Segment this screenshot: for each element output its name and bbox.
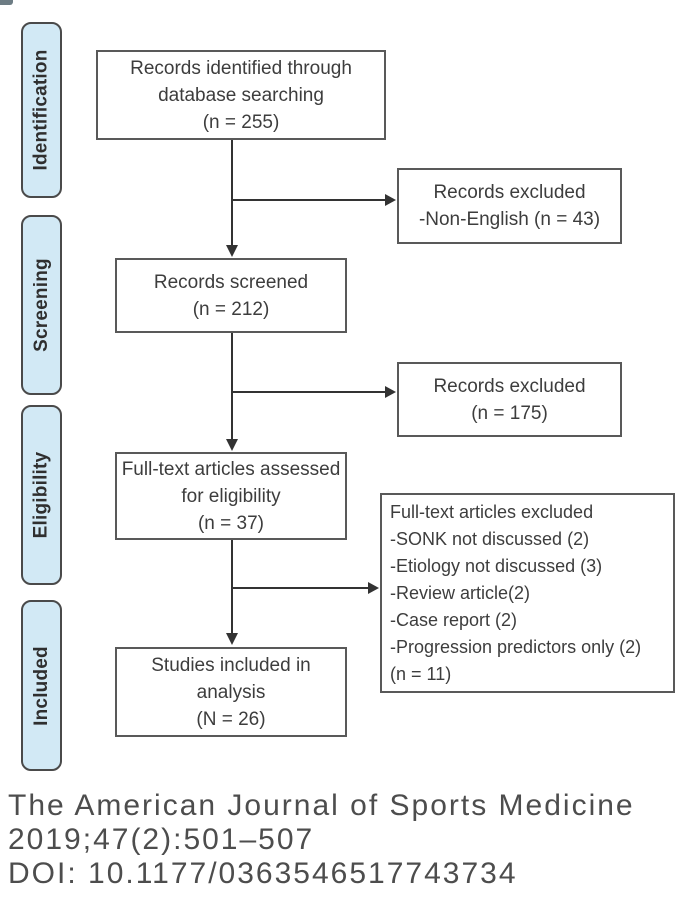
- box-studies-included: Studies included in analysis (N = 26): [115, 647, 347, 737]
- stage-screening: Screening: [21, 215, 62, 395]
- stage-eligibility-label: Eligibility: [30, 451, 52, 539]
- citation-doi: DOI: 10.1177/0363546517743734: [8, 857, 518, 890]
- stage-identification-label: Identification: [30, 49, 52, 171]
- arrowhead-right-1: [385, 194, 396, 206]
- arrowhead-down-3: [226, 633, 238, 645]
- citation-journal: The American Journal of Sports Medicine: [8, 789, 635, 822]
- box-records-excluded-screening: Records excluded (n = 175): [397, 362, 622, 437]
- stage-screening-label: Screening: [30, 258, 52, 352]
- box-records-identified: Records identified through database sear…: [96, 50, 386, 140]
- arrowhead-down-2: [226, 439, 238, 451]
- arrowhead-right-2: [385, 386, 396, 398]
- stage-identification: Identification: [21, 22, 62, 198]
- scan-artifact: [0, 0, 13, 5]
- box-records-screened: Records screened (n = 212): [115, 258, 347, 333]
- stage-included: Included: [21, 600, 62, 771]
- arrowhead-right-3: [368, 582, 379, 594]
- box-fulltext-excluded: Full-text articles excluded -SONK not di…: [380, 493, 675, 693]
- citation-block: The American Journal of Sports Medicine …: [8, 789, 635, 891]
- citation-issue: 2019;47(2):501–507: [8, 823, 315, 856]
- stage-eligibility: Eligibility: [21, 405, 62, 585]
- stage-included-label: Included: [30, 645, 52, 726]
- arrowhead-down-1: [226, 245, 238, 257]
- box-fulltext-assessed: Full-text articles assessed for eligibil…: [115, 452, 347, 540]
- box-records-excluded-non-english: Records excluded -Non-English (n = 43): [397, 168, 622, 244]
